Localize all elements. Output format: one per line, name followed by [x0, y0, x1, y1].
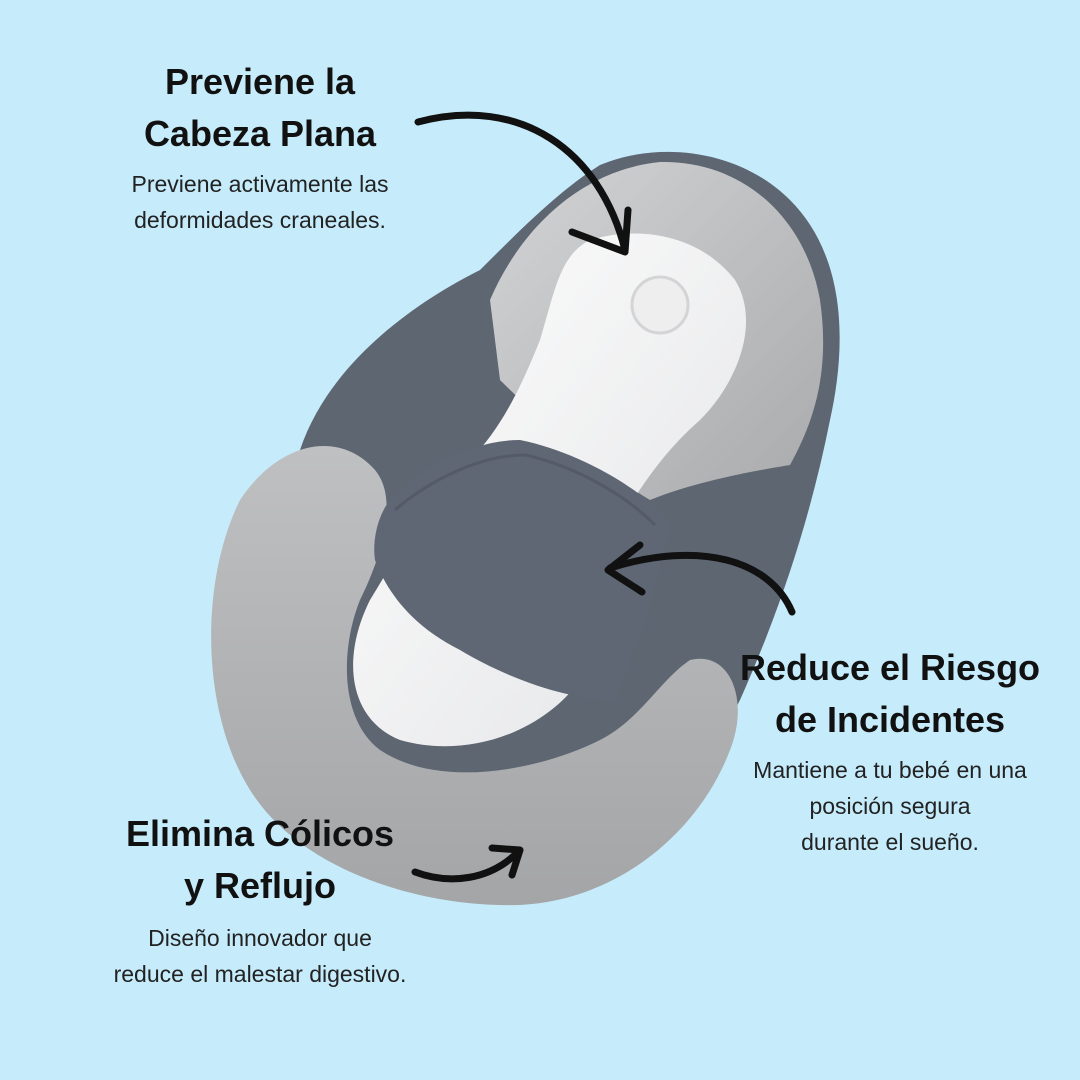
curved-arrow-icon — [414, 111, 632, 256]
feature-description: Diseño innovador que reduce el malestar … — [113, 925, 407, 987]
feature-colic: Elimina Cólicos y Reflujo Diseño innovad… — [65, 808, 455, 992]
curved-arrow-icon — [411, 844, 524, 883]
feature-description: Mantiene a tu bebé en una posición segur… — [753, 757, 1027, 855]
curved-arrow-icon — [604, 541, 796, 616]
head-rest-dimple — [630, 275, 690, 335]
feature-title: Reduce el Riesgo de Incidentes — [739, 647, 1041, 740]
feature-flat-head: Previene la Cabeza Plana Previene activa… — [70, 56, 450, 238]
feature-description: Previene activamente las deformidades cr… — [131, 171, 389, 233]
feature-title: Elimina Cólicos y Reflujo — [125, 813, 395, 906]
side-bolster — [211, 446, 738, 906]
feature-title: Previene la Cabeza Plana — [143, 61, 377, 154]
wedge-strap — [374, 440, 670, 700]
feature-reduce-risk: Reduce el Riesgo de Incidentes Mantiene … — [710, 642, 1070, 860]
